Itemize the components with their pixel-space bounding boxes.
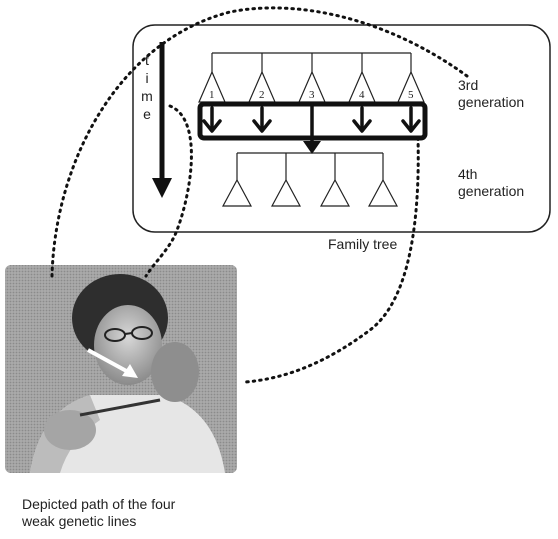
fourth-generation-label: 4th generation [458, 166, 524, 200]
fourth-gen-node [223, 180, 251, 206]
time-letter: i [140, 70, 154, 86]
family-tree-caption: Family tree [328, 236, 397, 253]
fourth-gen-node [321, 180, 349, 206]
photo-caption: Depicted path of the four weak genetic l… [22, 496, 175, 530]
fourth-generation-line2: generation [458, 183, 524, 200]
third-generation-label: 3rd generation [458, 77, 524, 111]
fourth-generation-line1: 4th [458, 166, 524, 183]
third-gen-numbers: 1 2 3 4 5 [209, 89, 414, 101]
outer-dotted-path [52, 8, 467, 276]
node-number: 5 [408, 89, 414, 101]
node-number: 4 [359, 89, 365, 101]
inner-dotted-path [146, 106, 191, 276]
fourth-generation-triangles [223, 180, 397, 206]
node-number: 3 [309, 89, 315, 101]
time-letter: t [140, 52, 154, 68]
node-number: 2 [259, 89, 265, 101]
time-letter: e [140, 106, 154, 122]
right-dotted-path [246, 138, 418, 382]
person-photo [5, 265, 237, 473]
node-number: 1 [209, 89, 215, 101]
fourth-generation-bracket [237, 153, 383, 180]
third-generation-line1: 3rd [458, 77, 524, 94]
fourth-gen-node [272, 180, 300, 206]
time-arrow [152, 42, 172, 198]
photo-caption-line1: Depicted path of the four [22, 496, 175, 513]
third-generation-line2: generation [458, 94, 524, 111]
central-descent-arrow [303, 102, 321, 154]
photo-caption-line2: weak genetic lines [22, 513, 175, 530]
third-generation-bracket [212, 53, 411, 72]
time-letter: m [140, 88, 154, 104]
fourth-gen-node [369, 180, 397, 206]
